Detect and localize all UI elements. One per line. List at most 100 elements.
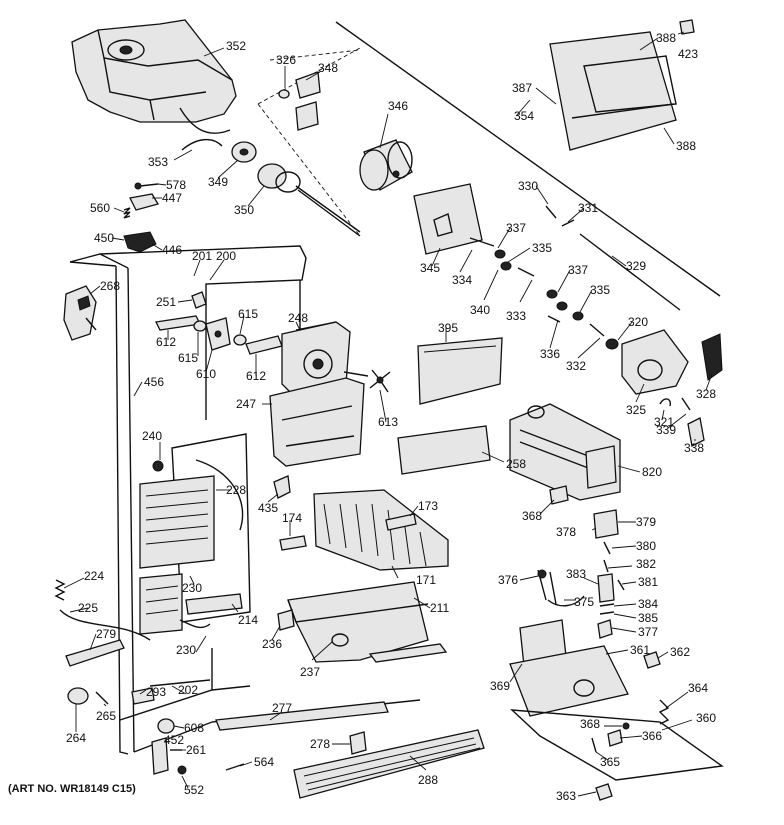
bracket-377 xyxy=(597,619,613,639)
panel-395 xyxy=(417,337,503,405)
label-820: 820 xyxy=(642,465,662,479)
label-368a: 368 xyxy=(522,509,542,523)
label-452: 452 xyxy=(164,733,184,747)
screw-552 xyxy=(177,765,187,775)
label-368b: 368 xyxy=(580,717,600,731)
label-578: 578 xyxy=(166,178,186,192)
label-201: 201 xyxy=(192,249,212,263)
label-346: 346 xyxy=(388,99,408,113)
label-337b: 337 xyxy=(568,263,588,277)
label-326: 326 xyxy=(276,53,296,67)
bracket-345 xyxy=(413,183,483,255)
label-395: 395 xyxy=(438,321,458,335)
strip-173 xyxy=(385,513,417,531)
auger-350 xyxy=(257,163,361,237)
label-277: 277 xyxy=(272,701,292,715)
rail-279 xyxy=(65,639,125,667)
switch-610 xyxy=(205,317,231,351)
washer-384 xyxy=(599,603,615,607)
label-379: 379 xyxy=(636,515,656,529)
wire-375 xyxy=(547,595,585,607)
plunger-382 xyxy=(603,559,609,573)
label-615b: 615 xyxy=(178,351,198,365)
clip-385 xyxy=(599,611,615,615)
label-173: 173 xyxy=(418,499,438,513)
ice-bucket-352 xyxy=(71,19,237,134)
clip-362 xyxy=(643,651,661,669)
label-365: 365 xyxy=(600,755,620,769)
label-615a: 615 xyxy=(238,307,258,321)
label-332: 332 xyxy=(566,359,586,373)
label-331: 331 xyxy=(578,201,598,215)
label-265: 265 xyxy=(96,709,116,723)
bracket-450 xyxy=(123,231,157,253)
label-612b: 612 xyxy=(246,369,266,383)
part-381 xyxy=(617,579,625,591)
cylinder-383 xyxy=(597,573,615,603)
label-456: 456 xyxy=(144,375,164,389)
pin-365 xyxy=(591,737,597,753)
knob-264 xyxy=(67,687,89,705)
label-211: 211 xyxy=(430,601,449,615)
label-366: 366 xyxy=(642,729,662,743)
shaft-parts xyxy=(469,237,605,337)
spring-364 xyxy=(658,699,670,725)
label-174: 174 xyxy=(282,511,302,525)
label-333: 333 xyxy=(506,309,526,323)
label-552: 552 xyxy=(184,783,204,797)
dispenser-housing-361 xyxy=(509,645,629,717)
label-388a: 388 xyxy=(656,31,676,45)
spring-339 xyxy=(681,397,691,411)
label-340: 340 xyxy=(470,303,490,317)
label-362: 362 xyxy=(670,645,690,659)
spring-380 xyxy=(603,541,611,555)
label-352: 352 xyxy=(226,39,246,53)
label-385: 385 xyxy=(638,611,658,625)
label-258: 258 xyxy=(506,457,526,471)
label-224: 224 xyxy=(84,569,104,583)
label-345: 345 xyxy=(420,261,440,275)
screw-368b xyxy=(622,722,630,730)
label-264: 264 xyxy=(66,731,86,745)
label-384: 384 xyxy=(638,597,658,611)
label-348: 348 xyxy=(318,61,338,75)
rail-202 xyxy=(149,679,211,687)
bracket-612 xyxy=(155,315,201,331)
motor-housing-325 xyxy=(621,329,689,395)
tube-225 xyxy=(59,609,151,641)
ice-maker-820 xyxy=(509,403,621,501)
clip-435 xyxy=(273,475,291,499)
spring-224 xyxy=(54,579,66,601)
gear-320 xyxy=(605,338,619,350)
switch-268 xyxy=(63,285,97,341)
label-446: 446 xyxy=(162,243,182,257)
label-338: 338 xyxy=(684,441,704,455)
label-230b: 230 xyxy=(176,643,196,657)
clip-321 xyxy=(659,398,672,407)
handle-328 xyxy=(701,333,723,381)
screw-564 xyxy=(225,763,245,771)
label-236: 236 xyxy=(262,637,282,651)
solenoid-378 xyxy=(593,509,619,539)
label-447: 447 xyxy=(162,191,182,205)
label-214: 214 xyxy=(238,613,258,627)
handle-212 xyxy=(368,643,448,663)
label-377: 377 xyxy=(638,625,658,639)
label-364: 364 xyxy=(688,681,708,695)
evaporator-228 xyxy=(139,433,251,635)
label-330: 330 xyxy=(518,179,538,193)
label-382: 382 xyxy=(636,557,656,571)
label-251: 251 xyxy=(156,295,176,309)
label-293: 293 xyxy=(146,685,166,699)
wire-230 xyxy=(179,619,211,629)
screw-330 xyxy=(545,205,557,219)
wire-harness-376 xyxy=(537,569,557,605)
label-339: 339 xyxy=(656,423,676,437)
leader-lines xyxy=(63,31,713,797)
screw-578 xyxy=(134,182,159,190)
label-369: 369 xyxy=(490,679,510,693)
label-329: 329 xyxy=(626,259,646,273)
label-334: 334 xyxy=(452,273,472,287)
bracket-338 xyxy=(687,417,705,447)
chute-247 xyxy=(269,377,365,467)
